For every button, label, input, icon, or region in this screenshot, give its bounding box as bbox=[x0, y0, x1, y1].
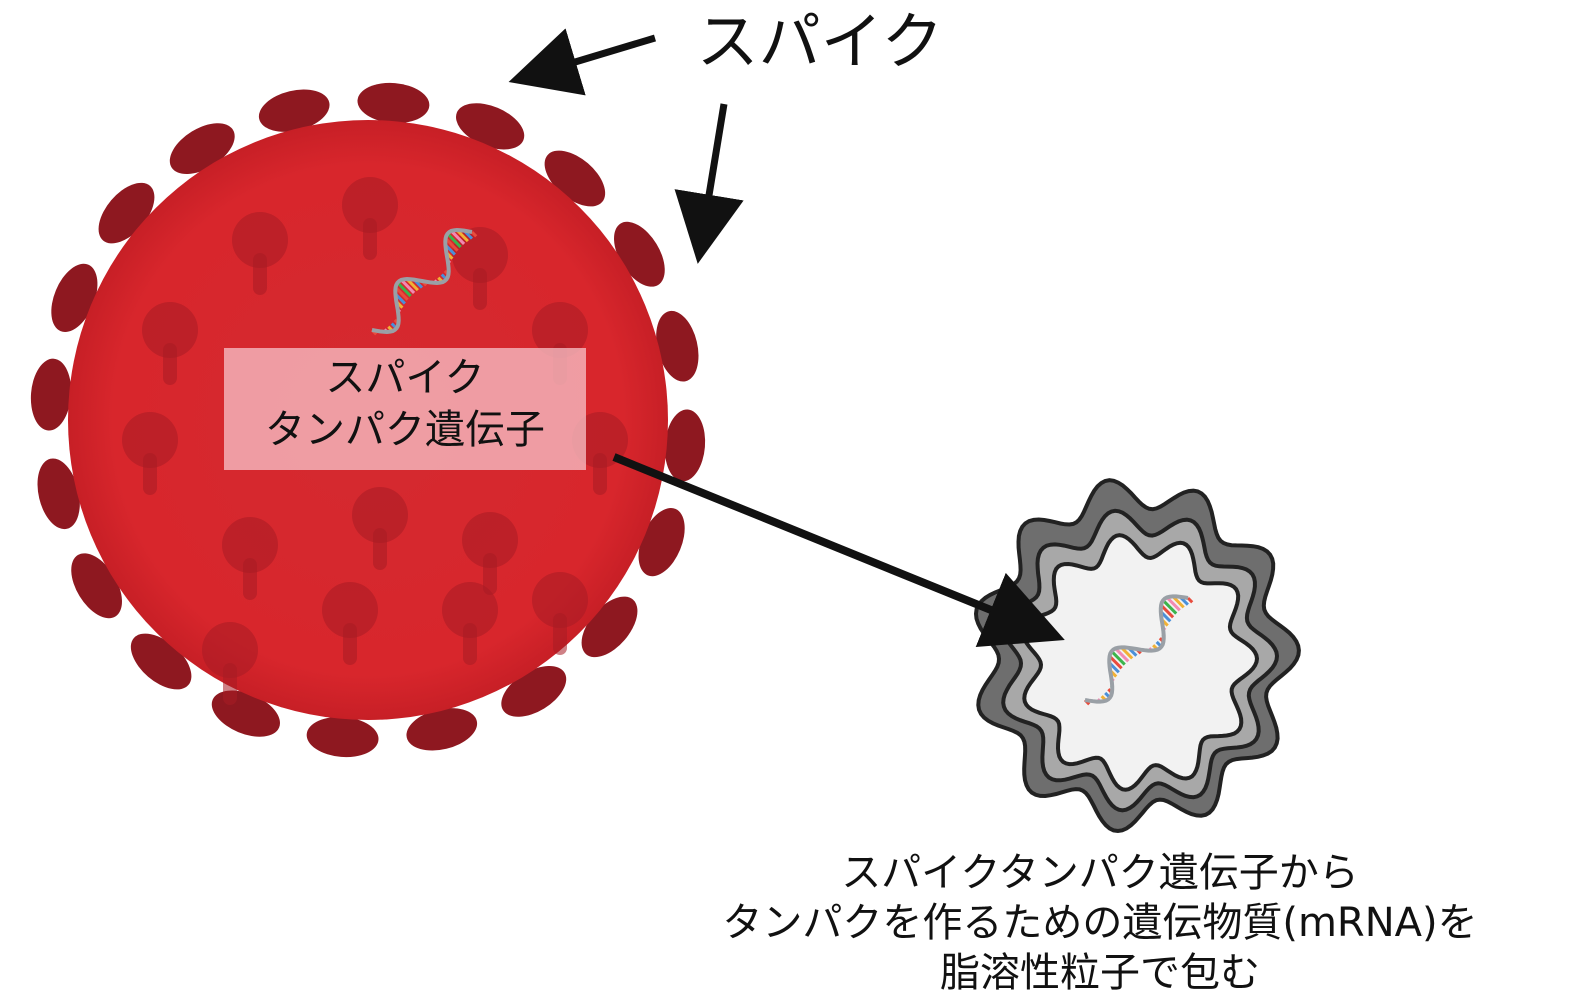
virus-surface-spike bbox=[202, 622, 258, 705]
dna-strand-icon bbox=[1083, 594, 1194, 706]
virus-surface-spike bbox=[462, 512, 518, 595]
spike-gene-label-line2: タンパク遺伝子 bbox=[265, 407, 545, 453]
caption-line-1: スパイクタンパク遺伝子から bbox=[841, 850, 1359, 896]
caption-line-2: タンパクを作るための遺伝物質(mRNA)を bbox=[722, 900, 1478, 946]
arrow-to-spike-top bbox=[508, 28, 657, 96]
virus-surface-spike bbox=[122, 412, 178, 495]
virus-surface-spike bbox=[442, 582, 498, 665]
virus-surface-spike bbox=[532, 572, 588, 655]
virus-surface-spike bbox=[342, 177, 398, 260]
lipid-particle-icon bbox=[973, 478, 1301, 834]
virus-surface-spike bbox=[322, 582, 378, 665]
virus-surface-spike bbox=[222, 517, 278, 600]
virus-surface-spike bbox=[232, 212, 288, 295]
virus-surface-spike bbox=[572, 412, 628, 495]
arrow-to-spike-right bbox=[674, 103, 744, 264]
particle-inner-layer bbox=[1020, 533, 1260, 792]
caption-line-3: 脂溶性粒子で包む bbox=[940, 950, 1260, 996]
dna-strand-icon bbox=[370, 227, 478, 336]
spike-gene-label-box bbox=[224, 348, 586, 470]
spike-gene-label-line1: スパイク bbox=[325, 355, 485, 401]
arrow-to-particle bbox=[612, 453, 1065, 647]
spike-label: スパイク bbox=[696, 5, 944, 78]
virus-surface-spike bbox=[142, 302, 198, 385]
virus-inner-spikes bbox=[122, 177, 628, 705]
virus-surface-spike bbox=[352, 487, 408, 570]
